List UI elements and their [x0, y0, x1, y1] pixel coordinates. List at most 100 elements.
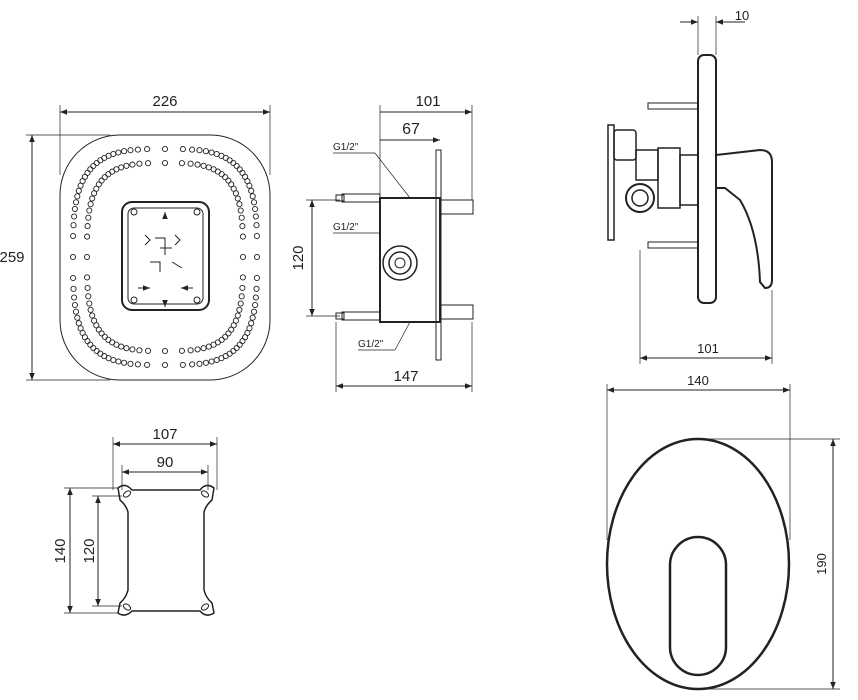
perforation-dot: [253, 274, 260, 282]
perforation-dot: [208, 358, 215, 365]
perforation-dot: [127, 147, 134, 154]
perforation-dot: [252, 294, 259, 301]
perforation-dot: [84, 233, 91, 240]
perforation-dot: [87, 166, 94, 173]
perforation-dot: [239, 223, 246, 230]
body-port-core: [394, 257, 406, 269]
perforation-dot: [230, 159, 237, 167]
perforation-dot: [123, 162, 130, 169]
perforation-dot: [134, 361, 141, 368]
perforation-dot: [239, 253, 247, 261]
dimension-label-wall-height: 259: [0, 249, 25, 266]
perforation-dot: [253, 285, 260, 292]
wall-plate-dot-ring-inner: [83, 159, 247, 355]
body-spindle-top: [439, 199, 474, 215]
perforation-dot: [202, 359, 209, 366]
dimension-label-assembly-depth: 101: [697, 341, 719, 356]
perforation-dot: [200, 162, 207, 169]
valve-cartridge: [657, 147, 681, 209]
perforation-dot: [161, 347, 169, 355]
perforation-dot: [213, 356, 220, 364]
perforation-dot: [200, 345, 207, 352]
mounting-slot: [200, 603, 210, 611]
perforation-dot: [189, 146, 196, 153]
perforation-dot: [144, 361, 151, 368]
perforation-dot: [179, 146, 186, 153]
dimension-label-plate-outer-width: 107: [152, 426, 177, 443]
perforation-dot: [71, 301, 78, 309]
inlet-pipe-tip: [335, 194, 345, 202]
mounting-plate-view: 107 90 140 120: [52, 426, 218, 616]
perforation-dot: [234, 195, 241, 202]
wall-plate-view: 226 259: [0, 93, 271, 381]
dimension-label-body-depth: 101: [415, 93, 440, 110]
dimension-label-inlet-spacing: 120: [290, 245, 307, 270]
perforation-dot: [89, 195, 96, 202]
perforation-dot: [196, 147, 203, 154]
body-flange: [435, 149, 442, 361]
perforation-dot: [222, 174, 229, 181]
perforation-dot: [239, 233, 246, 240]
perforation-dot: [129, 346, 136, 353]
perforation-dot: [187, 347, 194, 354]
body-port-outer: [382, 245, 418, 281]
perforation-dot: [115, 358, 122, 365]
lever-handle-front: [668, 535, 728, 677]
perforation-dot: [230, 347, 237, 355]
perforation-dot: [85, 214, 92, 221]
perforation-dot: [74, 193, 81, 200]
perforation-dot: [87, 341, 94, 348]
perforation-dot: [196, 360, 203, 367]
perforation-dot: [87, 306, 94, 313]
perforation-dot: [208, 149, 215, 156]
mounting-slot: [122, 603, 132, 611]
dimension-label-plate-inner-height: 120: [81, 538, 98, 563]
body-housing: [379, 197, 441, 323]
lever-handle-side: [715, 148, 773, 290]
perforation-dot: [74, 314, 81, 321]
perforation-dot: [69, 253, 77, 261]
center-block-inner: [127, 207, 204, 305]
perforation-dot: [187, 160, 194, 167]
body-spindle-bottom: [439, 304, 474, 320]
valve-block: [613, 129, 637, 161]
perforation-dot: [134, 146, 141, 153]
perforation-dot: [101, 333, 108, 340]
dimension-label-plate-outer-height: 140: [52, 538, 69, 563]
assembly-side-view: 10 101: [607, 8, 773, 364]
perforation-dot: [72, 199, 80, 206]
perforation-dot: [161, 361, 169, 369]
perforation-dot: [161, 159, 169, 167]
perforation-dot: [232, 190, 239, 197]
perforation-dot: [136, 347, 143, 354]
perforation-dot: [233, 344, 240, 352]
perforation-dot: [250, 199, 258, 206]
block-screw-hole: [193, 296, 201, 304]
perforation-dot: [253, 222, 260, 229]
perforation-dot: [145, 160, 152, 167]
dimension-label-plate-inner-width: 90: [157, 454, 174, 471]
perforation-dot: [253, 253, 261, 261]
perforation-dot: [105, 336, 112, 343]
perforation-dot: [110, 150, 117, 158]
perforation-dot: [238, 214, 245, 221]
body-port-inner: [388, 251, 412, 275]
center-block-outline: [121, 201, 210, 311]
perforation-dot: [115, 149, 122, 156]
perforation-dot: [189, 361, 196, 368]
cover-plate-side: [697, 54, 717, 304]
cover-plate-front: [605, 437, 791, 691]
perforation-dot: [236, 306, 243, 313]
thread-label-bottom: G1/2": [358, 339, 384, 350]
perforation-dot: [237, 300, 244, 307]
perforation-dot: [84, 169, 91, 176]
perforation-dot: [248, 187, 255, 194]
perforation-dot: [71, 205, 78, 213]
perforation-dot: [84, 284, 91, 291]
perforation-dot: [233, 162, 240, 170]
valve-port-inner: [631, 189, 649, 207]
mounting-slot: [200, 490, 210, 498]
perforation-dot: [237, 207, 244, 214]
block-screw-hole: [130, 208, 138, 216]
perforation-dot: [179, 361, 186, 368]
